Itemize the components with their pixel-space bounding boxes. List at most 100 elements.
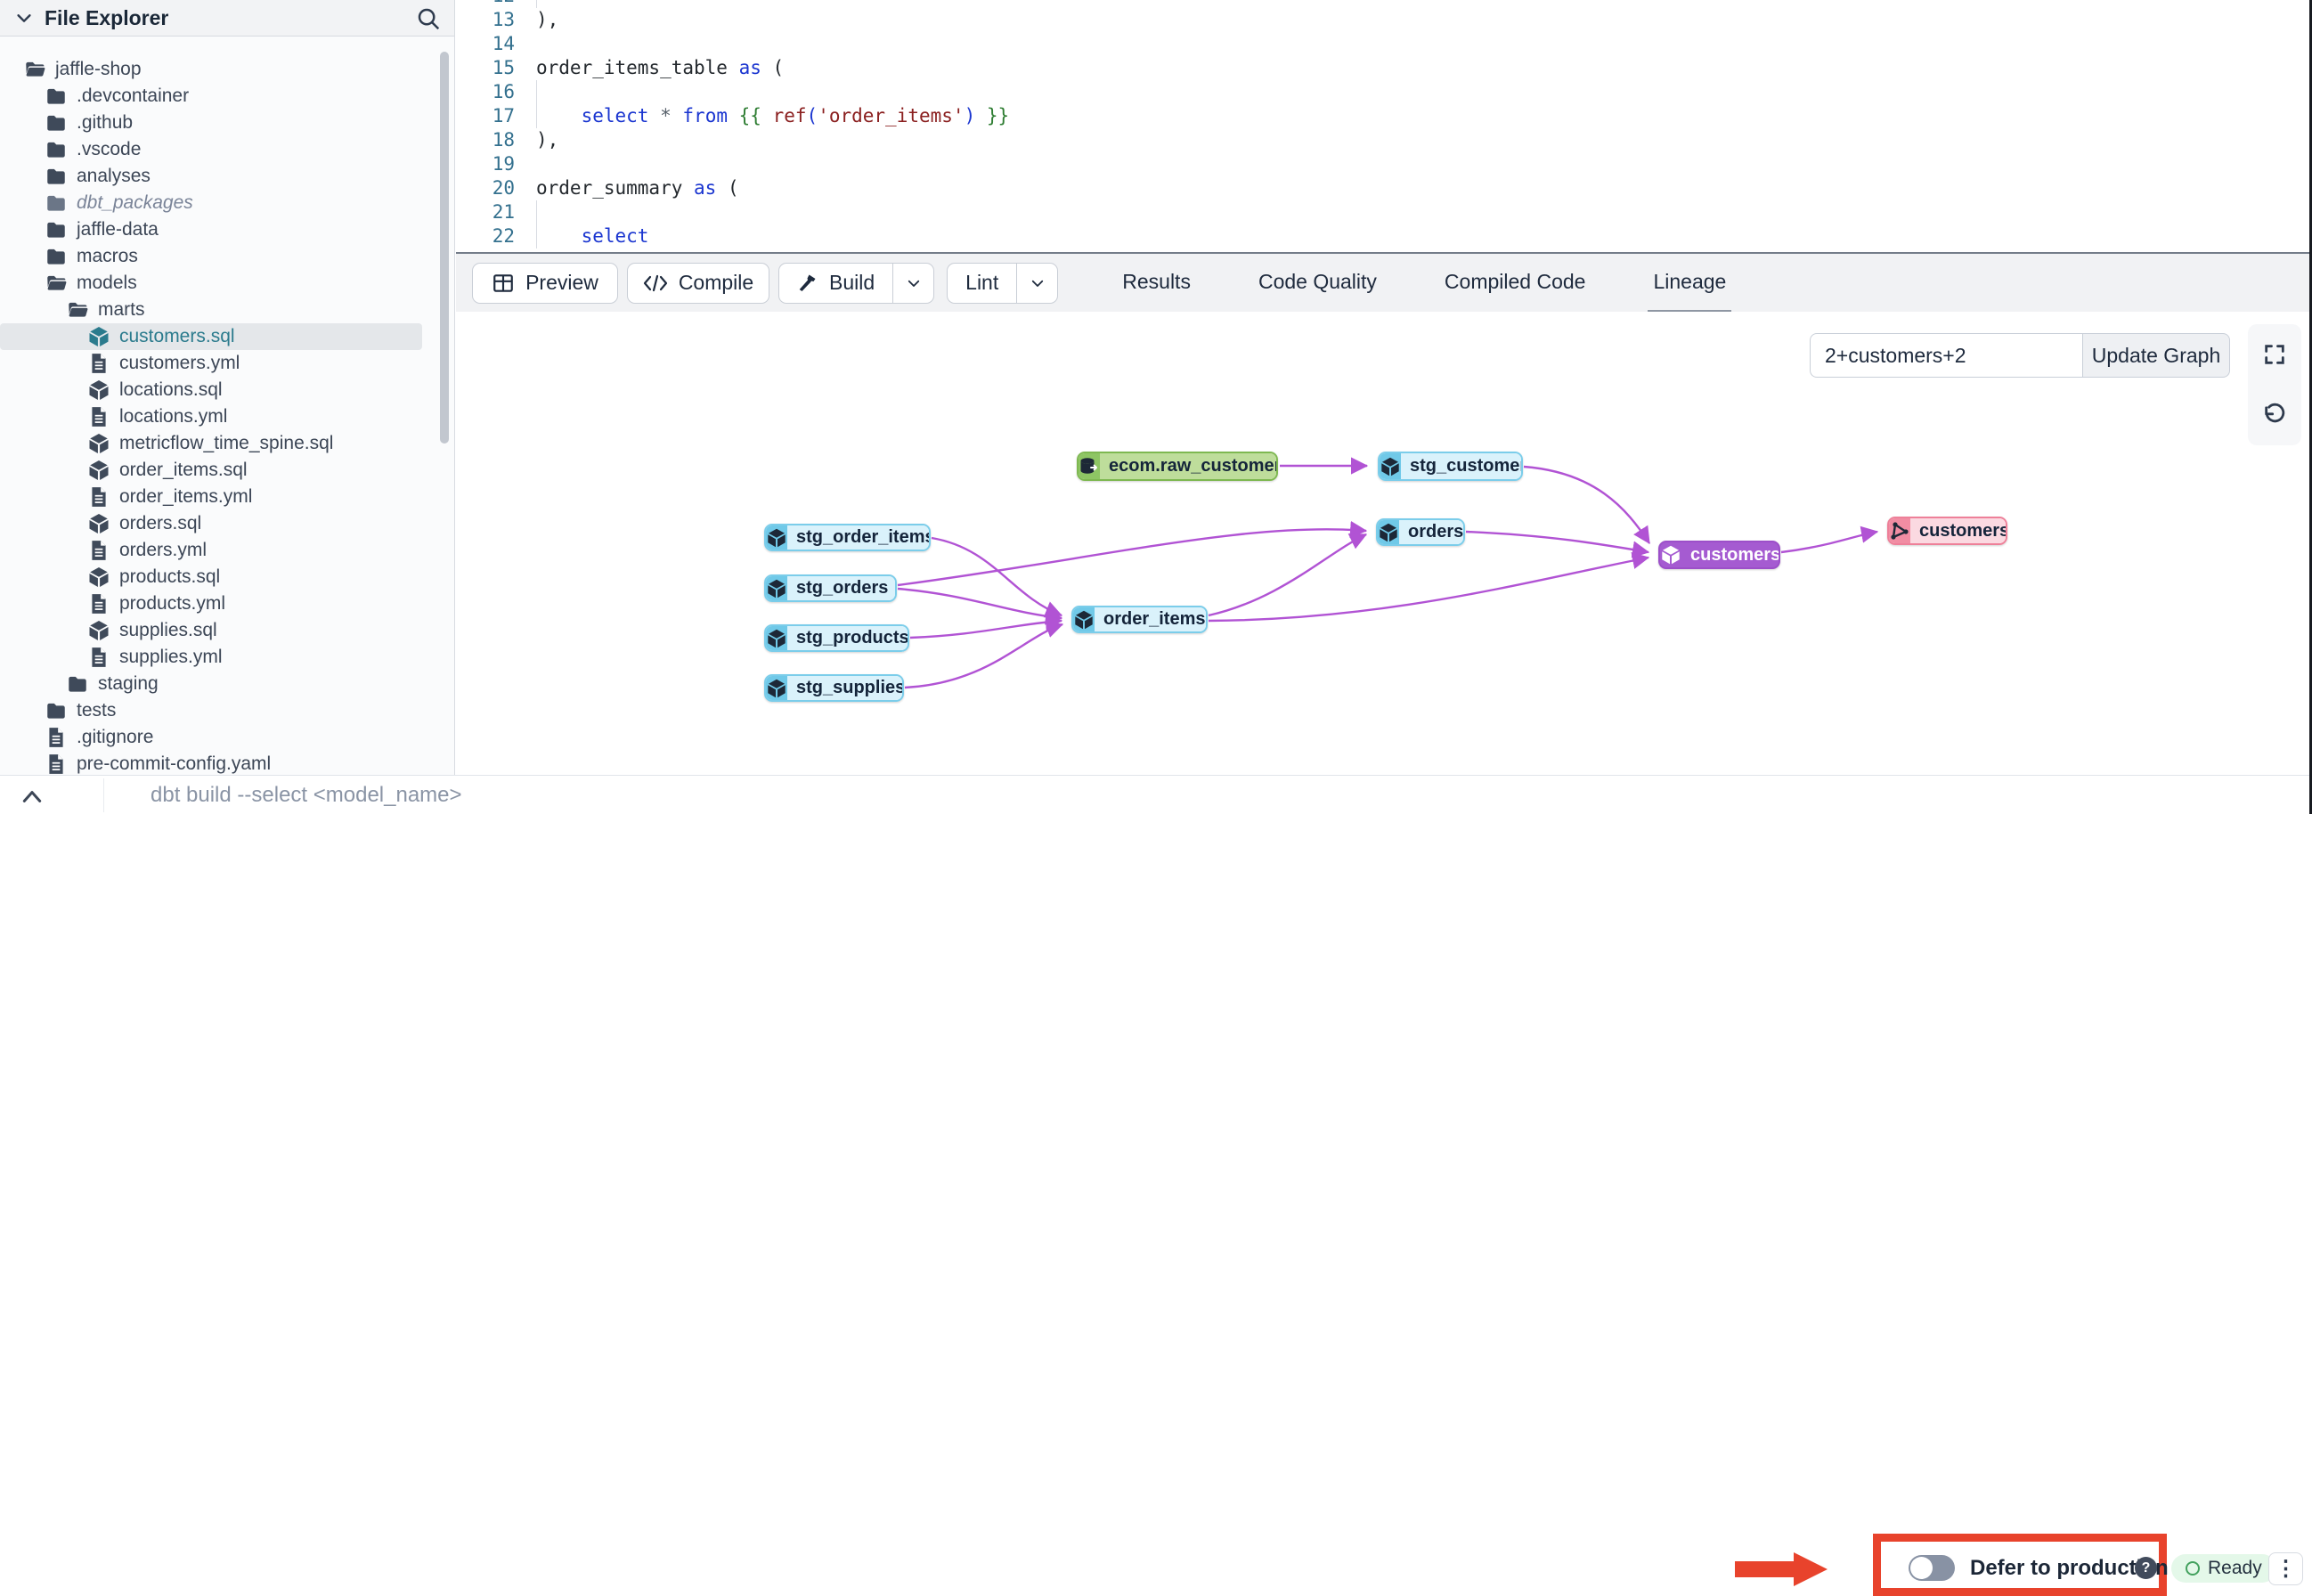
search-icon[interactable] [415, 5, 442, 32]
tree-item-label: locations.yml [119, 406, 228, 427]
tree-item-customers-sql[interactable]: customers.sql [0, 323, 422, 350]
update-graph-button[interactable]: Update Graph [2082, 333, 2230, 378]
model-selected-node-icon [1660, 542, 1681, 567]
tab-compiled-code[interactable]: Compiled Code [1444, 269, 1586, 293]
tree-item-models[interactable]: models [0, 270, 454, 297]
tree-item--vscode[interactable]: .vscode [0, 136, 454, 163]
tree-item-order-items-sql[interactable]: order_items.sql [0, 457, 454, 484]
tree-item-label: orders.sql [119, 513, 202, 533]
lineage-node-stg-order-items[interactable]: stg_order_items [764, 524, 931, 551]
tree-item-supplies-yml[interactable]: supplies.yml [0, 644, 454, 671]
lint-button[interactable]: Lint [948, 264, 1016, 303]
doc-icon [87, 485, 110, 509]
lineage-node-stg-orders[interactable]: stg_orders [764, 574, 897, 602]
lineage-node-orders[interactable]: orders [1376, 518, 1465, 546]
compile-button[interactable]: Compile [627, 262, 769, 304]
tree-item-customers-yml[interactable]: customers.yml [0, 350, 454, 377]
tree-item-pre-commit-config-yaml[interactable]: pre-commit-config.yaml [0, 751, 454, 778]
tree-item-label: models [77, 273, 137, 293]
tree-item-orders-sql[interactable]: orders.sql [0, 510, 454, 537]
node-label: order_items [1095, 607, 1206, 631]
tree-item-staging[interactable]: staging [0, 671, 454, 697]
doc-icon [87, 592, 110, 615]
tree-item-tests[interactable]: tests [0, 697, 454, 724]
kebab-menu-button[interactable]: ⋮ [2268, 1552, 2303, 1585]
line-number: 19 [492, 153, 515, 175]
doc-icon [87, 646, 110, 669]
tree-item-label: metricflow_time_spine.sql [119, 433, 334, 453]
tree-item-supplies-sql[interactable]: supplies.sql [0, 617, 454, 644]
exposure-node-icon [1889, 518, 1910, 543]
tree-item-locations-yml[interactable]: locations.yml [0, 403, 454, 430]
folder-icon [45, 138, 68, 161]
node-label: stg_orders [787, 576, 895, 600]
tree-item-label: analyses [77, 166, 151, 186]
command-input[interactable] [103, 778, 1715, 812]
tree-item-jaffle-data[interactable]: jaffle-data [0, 216, 454, 243]
tree-item--devcontainer[interactable]: .devcontainer [0, 83, 454, 110]
tree-item-locations-sql[interactable]: locations.sql [0, 377, 454, 403]
lineage-node-order-items[interactable]: order_items [1071, 606, 1208, 633]
tab-results[interactable]: Results [1122, 269, 1191, 293]
tree-item-analyses[interactable]: analyses [0, 163, 454, 190]
lint-label: Lint [965, 271, 999, 294]
doc-icon [45, 753, 68, 776]
tree-item-label: order_items.sql [119, 460, 248, 480]
folder-icon [45, 85, 68, 108]
code-line-13: 13), [456, 8, 1009, 32]
tree-item-order-items-yml[interactable]: order_items.yml [0, 484, 454, 510]
node-label: stg_supplies [787, 676, 902, 700]
tree-item-jaffle-shop[interactable]: jaffle-shop [0, 56, 454, 83]
lineage-node-customers-model[interactable]: customers [1658, 541, 1780, 569]
model-icon [87, 432, 110, 455]
model-node-icon [766, 525, 787, 550]
tree-item-products-sql[interactable]: products.sql [0, 564, 454, 590]
tab-lineage[interactable]: Lineage [1648, 254, 1732, 313]
tree-item-products-yml[interactable]: products.yml [0, 590, 454, 617]
tree-item-marts[interactable]: marts [0, 297, 454, 323]
tree-item--github[interactable]: .github [0, 110, 454, 136]
doc-icon [45, 726, 68, 749]
fullscreen-icon[interactable] [2257, 337, 2292, 372]
tab-code-quality[interactable]: Code Quality [1258, 269, 1377, 293]
tree-item-orders-yml[interactable]: orders.yml [0, 537, 454, 564]
tree-item-label: jaffle-shop [55, 59, 142, 79]
reset-view-icon[interactable] [2257, 397, 2292, 433]
code-line-12: 12 [456, 0, 1009, 8]
tree-item-macros[interactable]: macros [0, 243, 454, 270]
chevron-up-icon[interactable] [14, 783, 50, 810]
folder-icon [66, 672, 89, 696]
node-label: ecom.raw_customers [1100, 453, 1276, 479]
source-node-icon [1079, 453, 1100, 479]
toggle-knob [1910, 1557, 1933, 1579]
model-node-icon [1378, 520, 1399, 544]
help-icon[interactable]: ? [2135, 1557, 2157, 1579]
lineage-node-stg-customers[interactable]: stg_customers [1378, 452, 1523, 481]
folder-icon [45, 245, 68, 268]
chevron-down-icon[interactable] [14, 8, 34, 28]
lineage-selector-input[interactable] [1810, 333, 2082, 378]
build-dropdown-button[interactable] [892, 263, 933, 303]
build-button-group: Build [778, 262, 935, 304]
lineage-node-customers-exposure[interactable]: customers [1887, 517, 2007, 545]
node-label: stg_products [787, 626, 908, 650]
tree-item-metricflow-time-spine-sql[interactable]: metricflow_time_spine.sql [0, 430, 454, 457]
build-button[interactable]: Build [779, 264, 892, 303]
code-line-17: 17 select * from {{ ref('order_items') }… [456, 104, 1009, 128]
status-badge: Ready [2171, 1554, 2276, 1583]
tree-item--gitignore[interactable]: .gitignore [0, 724, 454, 751]
lineage-node-stg-supplies[interactable]: stg_supplies [764, 674, 904, 702]
lineage-node-stg-products[interactable]: stg_products [764, 624, 909, 652]
line-number: 17 [492, 105, 515, 126]
tree-item-label: pre-commit-config.yaml [77, 753, 272, 774]
defer-to-production-toggle[interactable] [1909, 1555, 1955, 1581]
tree-item-dbt-packages[interactable]: dbt_packages [0, 190, 454, 216]
tree-item-label: jaffle-data [77, 219, 159, 240]
lineage-node-ecom-raw-customers[interactable]: ecom.raw_customers [1077, 452, 1278, 481]
code-line-19: 19 [456, 152, 1009, 176]
sidebar-scrollbar[interactable] [440, 52, 449, 444]
preview-button[interactable]: Preview [472, 262, 618, 304]
lint-dropdown-button[interactable] [1016, 263, 1057, 303]
